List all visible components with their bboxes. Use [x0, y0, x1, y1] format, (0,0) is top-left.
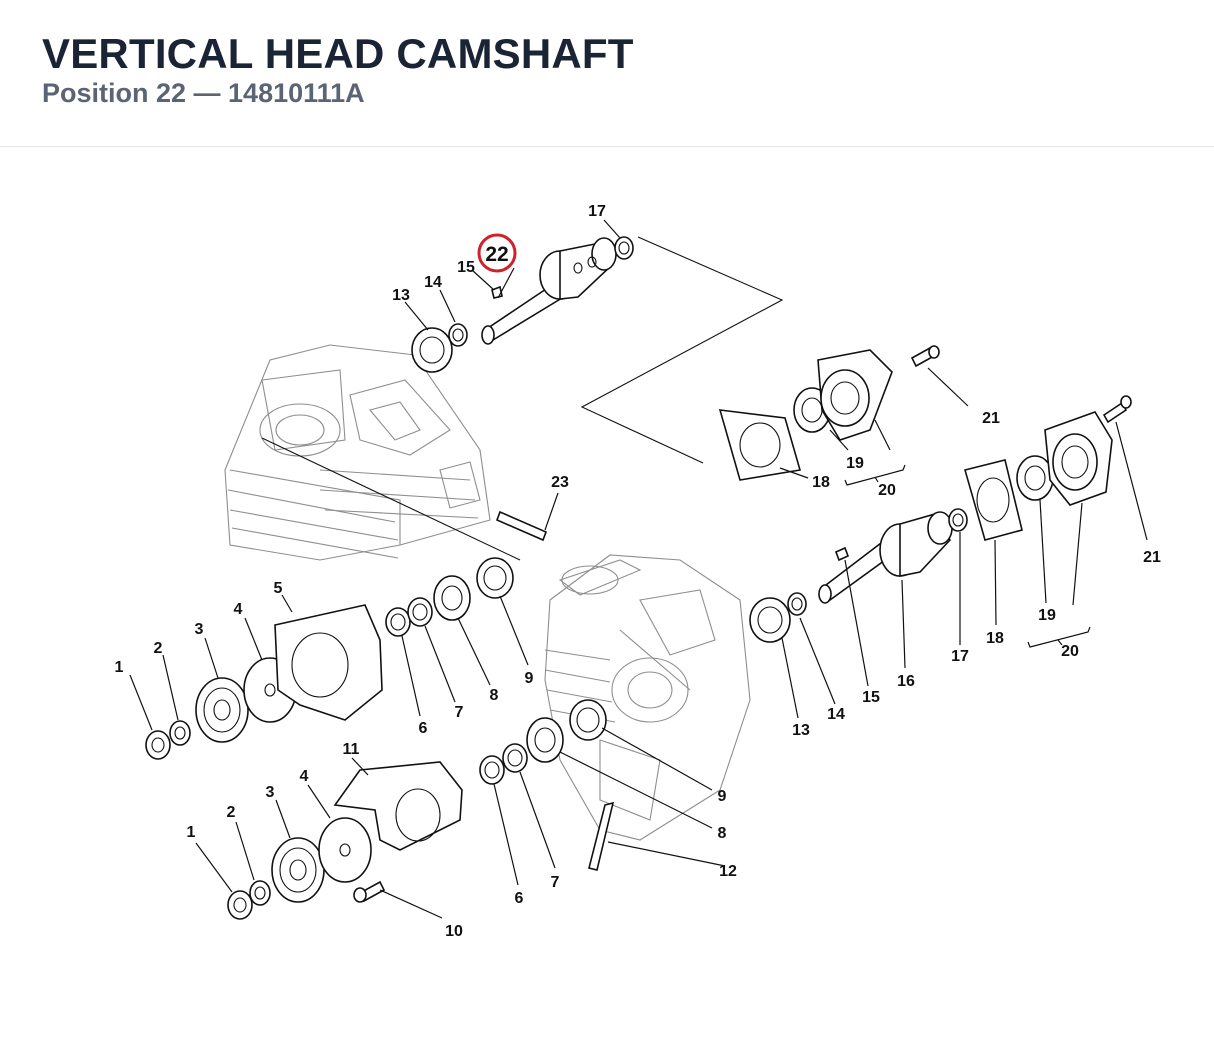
cover-11 — [333, 761, 463, 851]
disc-4-lower — [318, 817, 372, 883]
stud-23 — [495, 510, 548, 542]
callout-21-upper: 21 — [982, 410, 1000, 427]
bearing-13-lower — [749, 597, 791, 643]
brace-20-upper — [844, 464, 906, 486]
callout-3-upper: 3 — [195, 621, 204, 638]
exploded-parts-diagram: 22 15 14 13 17 21 19 18 20 23 1 2 3 4 5 … — [115, 203, 1161, 940]
ring-14-lower — [787, 592, 807, 616]
callout-23: 23 — [551, 474, 569, 491]
callout-15-lower: 15 — [862, 689, 880, 706]
nut-1-upper — [145, 730, 171, 760]
callout-15-upper: 15 — [457, 259, 475, 276]
callout-2-upper: 2 — [154, 640, 163, 657]
ring-6-upper — [385, 607, 411, 637]
callout-17-lower: 17 — [951, 648, 969, 665]
page-header: VERTICAL HEAD CAMSHAFT Position 22 — 148… — [0, 0, 1214, 147]
callout-labels: 22 15 14 13 17 21 19 18 20 23 1 2 3 4 5 … — [115, 203, 1161, 940]
callout-13-upper: 13 — [392, 287, 410, 304]
brace-20-lower — [1027, 626, 1091, 648]
callout-7-upper: 7 — [455, 704, 464, 721]
callout-1-upper: 1 — [115, 659, 124, 676]
callout-17-upper: 17 — [588, 203, 606, 220]
ring-17-upper — [614, 236, 634, 260]
callout-18-upper: 18 — [812, 474, 830, 491]
callout-7-lower: 7 — [551, 874, 560, 891]
callout-19-lower: 19 — [1038, 607, 1056, 624]
ring-7-lower — [502, 743, 528, 773]
callout-5: 5 — [274, 580, 283, 597]
callout-6-upper: 6 — [419, 720, 428, 737]
ring-6-lower — [479, 755, 505, 785]
callout-14-lower: 14 — [827, 706, 845, 723]
callout-20-lower: 20 — [1061, 643, 1079, 660]
cover-20-upper — [817, 349, 893, 441]
screw-21-upper — [910, 345, 940, 368]
assembly-lines — [261, 236, 784, 561]
nut-1-lower — [227, 890, 253, 920]
stud-12 — [588, 801, 615, 871]
ring-7-upper — [407, 597, 433, 627]
camshaft-16 — [818, 511, 953, 604]
page-title: VERTICAL HEAD CAMSHAFT — [42, 30, 634, 77]
callout-18-lower: 18 — [986, 630, 1004, 647]
callout-22-highlighted: 22 — [485, 243, 508, 266]
callout-20-upper: 20 — [878, 482, 896, 499]
callout-4-lower: 4 — [300, 768, 309, 785]
callout-16: 16 — [897, 673, 915, 690]
callout-1-lower: 1 — [187, 824, 196, 841]
washer-2-lower — [249, 880, 271, 906]
screw-10 — [353, 880, 386, 903]
ring-17-lower — [948, 508, 968, 532]
washer-2-upper — [169, 720, 191, 746]
leader-lines — [129, 219, 1148, 919]
callout-8-lower: 8 — [718, 825, 727, 842]
highlight-ring — [477, 233, 517, 273]
callout-19-upper: 19 — [846, 455, 864, 472]
bushing-9-lower — [569, 699, 607, 741]
callout-2-lower: 2 — [227, 804, 236, 821]
gasket-18-upper — [718, 409, 802, 481]
screw-21-lower — [1102, 395, 1132, 424]
camshaft-upper — [481, 237, 617, 345]
bushing-9-upper — [476, 557, 514, 599]
callout-12: 12 — [719, 863, 737, 880]
page-subtitle: Position 22 — 14810111A — [42, 78, 365, 108]
callout-4-upper: 4 — [234, 601, 243, 618]
callout-11: 11 — [343, 741, 360, 758]
callout-6-lower: 6 — [515, 890, 524, 907]
cover-5 — [274, 604, 383, 721]
bearing-8-lower — [526, 717, 564, 763]
callout-13-lower: 13 — [792, 722, 810, 739]
callout-10: 10 — [445, 923, 463, 940]
callout-8-upper: 8 — [490, 687, 499, 704]
cover-20-lower — [1044, 411, 1113, 506]
callout-3-lower: 3 — [266, 784, 275, 801]
bearing-13-upper — [411, 327, 453, 373]
gasket-18-lower — [964, 459, 1023, 541]
callout-9-lower: 9 — [718, 788, 727, 805]
key-15-lower — [834, 546, 850, 562]
vertical-cylinder-head-ghost — [224, 344, 491, 561]
pulley-3-upper — [195, 677, 249, 743]
bearing-8-upper — [433, 575, 471, 621]
callout-21-lower: 21 — [1143, 549, 1161, 566]
pulley-3-lower — [271, 837, 325, 903]
callout-9-upper: 9 — [525, 670, 534, 687]
ring-14-upper — [448, 323, 468, 347]
callout-14-upper: 14 — [424, 274, 442, 291]
